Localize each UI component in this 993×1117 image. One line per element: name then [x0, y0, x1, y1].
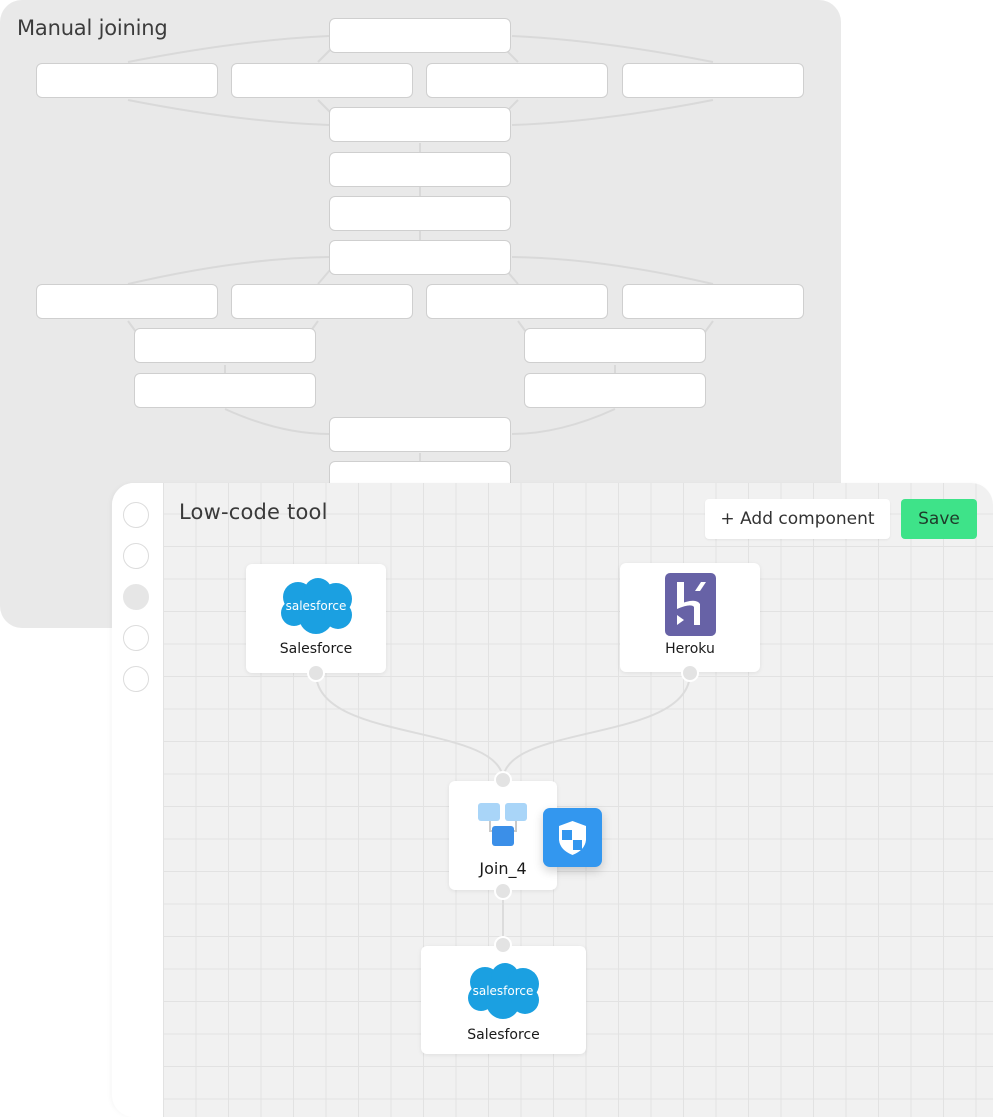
input-port[interactable]	[493, 770, 512, 789]
left-rail	[112, 483, 163, 1117]
node-label: Salesforce	[279, 641, 353, 657]
manual-box	[36, 63, 218, 98]
salesforce-cloud-icon: salesforce	[281, 578, 352, 634]
manual-box	[329, 196, 511, 231]
manual-box	[134, 373, 316, 408]
manual-box	[622, 284, 804, 319]
manual-box	[426, 63, 608, 98]
heroku-icon	[665, 573, 716, 636]
node-source-salesforce[interactable]: salesforce Salesforce	[246, 564, 386, 673]
svg-text:salesforce: salesforce	[286, 599, 347, 613]
manual-box	[231, 63, 413, 98]
manual-box	[524, 373, 706, 408]
output-port[interactable]	[493, 881, 512, 900]
manual-box	[329, 417, 511, 452]
low-code-tool-panel: Low-code tool + Add component Save sales…	[112, 483, 993, 1117]
node-label: Salesforce	[467, 1027, 540, 1043]
input-port[interactable]	[493, 935, 512, 954]
shield-icon	[559, 821, 586, 855]
link-salesforce-to-join	[315, 672, 504, 781]
node-label: Join_4	[479, 859, 527, 878]
svg-text:salesforce: salesforce	[473, 984, 534, 998]
node-target-salesforce[interactable]: salesforce Salesforce	[421, 946, 586, 1054]
save-button[interactable]: Save	[901, 499, 977, 539]
manual-joining-title: Manual joining	[17, 16, 168, 40]
manual-box	[134, 328, 316, 363]
rail-item-2[interactable]	[123, 543, 149, 569]
join-icon	[478, 803, 527, 846]
rail-item-1[interactable]	[123, 502, 149, 528]
add-component-button[interactable]: + Add component	[705, 499, 890, 539]
node-source-heroku[interactable]: Heroku	[620, 563, 760, 672]
manual-box	[524, 328, 706, 363]
salesforce-cloud-icon: salesforce	[468, 963, 539, 1019]
node-join[interactable]: Join_4	[449, 781, 557, 890]
manual-box	[622, 63, 804, 98]
manual-box	[329, 240, 511, 275]
output-port[interactable]	[306, 663, 325, 682]
shield-badge[interactable]	[543, 808, 602, 867]
manual-box	[329, 18, 511, 53]
manual-box	[329, 152, 511, 187]
manual-box	[36, 284, 218, 319]
rail-item-4[interactable]	[123, 625, 149, 651]
manual-box	[426, 284, 608, 319]
node-label: Heroku	[665, 641, 715, 657]
manual-box	[231, 284, 413, 319]
rail-item-3[interactable]	[123, 584, 149, 610]
manual-box	[329, 107, 511, 142]
link-heroku-to-join	[502, 672, 691, 781]
output-port[interactable]	[680, 663, 699, 682]
manual-connections	[127, 35, 714, 461]
rail-item-5[interactable]	[123, 666, 149, 692]
low-code-tool-title: Low-code tool	[179, 500, 328, 524]
